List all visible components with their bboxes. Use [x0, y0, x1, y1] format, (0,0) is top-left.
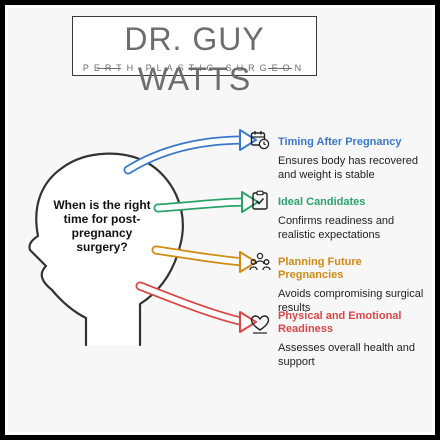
- heart-hand-icon: [250, 315, 270, 334]
- item-title: Planning Future Pregnancies: [278, 256, 362, 281]
- arrow-timing: [123, 129, 257, 175]
- item-planning-future-pregnancies: Planning Future Pregnancies Avoids compr…: [278, 256, 428, 315]
- item-description: Avoids compromising surgical results: [278, 288, 424, 314]
- logo-rule-right: [268, 68, 292, 69]
- item-title: Ideal Candidates: [278, 196, 366, 208]
- family-icon: [249, 252, 271, 271]
- item-ideal-candidates: Ideal Candidates Confirms readiness and …: [278, 196, 428, 242]
- item-timing-after-pregnancy: Timing After Pregnancy Ensures body has …: [278, 136, 428, 182]
- clipboard-check-icon: [252, 190, 268, 210]
- logo-name: DR. GUY WATTS: [124, 21, 265, 97]
- item-title: Physical and Emotional Readiness: [278, 310, 402, 335]
- logo-tagline: PERTH PLASTIC SURGEON: [82, 63, 307, 73]
- item-description: Ensures body has recovered and weight is…: [278, 155, 419, 181]
- arrow-ideal: [153, 191, 259, 213]
- arrow-readiness: [135, 281, 257, 333]
- central-question: When is the right time for post-pregnanc…: [53, 198, 151, 254]
- item-title: Timing After Pregnancy: [278, 136, 402, 148]
- arrow-planning: [151, 245, 257, 273]
- head-outline: [28, 152, 184, 347]
- item-physical-emotional-readiness: Physical and Emotional Readiness Assesse…: [278, 310, 428, 369]
- item-description: Assesses overall health and support: [278, 342, 415, 368]
- calendar-clock-icon: [250, 131, 270, 150]
- logo: DR. GUY WATTS PERTH PLASTIC SURGEON: [72, 16, 317, 97]
- logo-rule-left: [97, 68, 121, 69]
- item-description: Confirms readiness and realistic expecta…: [278, 215, 395, 241]
